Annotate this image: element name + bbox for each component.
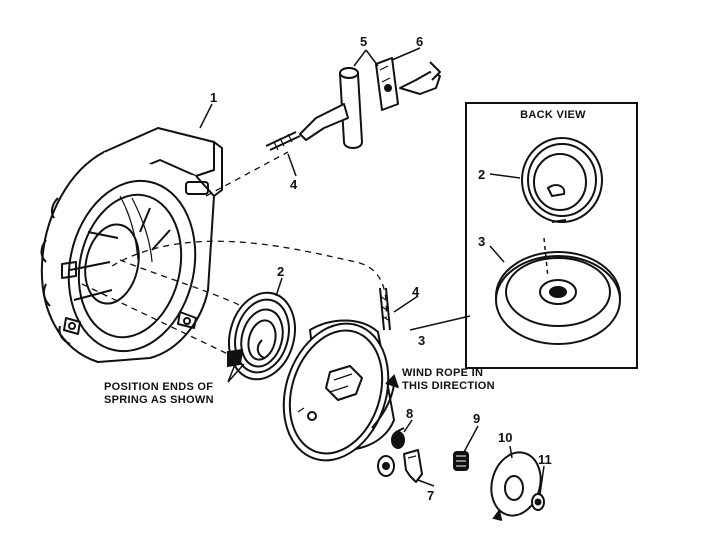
leader-lines: [199, 47, 545, 495]
starter-rope-lower: [379, 287, 391, 331]
rope-clamp: [375, 57, 441, 111]
inset-pulley: [495, 237, 621, 345]
callout-inset-3: 3: [478, 234, 485, 249]
pawl: [403, 449, 423, 483]
starter-pulley: [282, 319, 395, 462]
retainer-washer: [490, 451, 542, 521]
back-view-inset: BACK VIEW: [465, 102, 638, 369]
rope-note-line1: WIND ROPE IN: [402, 367, 483, 379]
callout-5: 5: [360, 34, 367, 49]
spring-note-line2: SPRING AS SHOWN: [104, 394, 214, 406]
wind-direction-arrow: [371, 374, 399, 429]
compression-spring: [453, 451, 469, 471]
inset-title: BACK VIEW: [520, 109, 586, 121]
recoil-spring: [227, 291, 296, 381]
callout-6: 6: [416, 34, 423, 49]
inset-spring: [521, 137, 603, 223]
callout-7: 7: [427, 488, 434, 503]
rope-note-line2: THIS DIRECTION: [402, 380, 495, 392]
t-handle: [299, 67, 363, 149]
assembly-notes: POSITION ENDS OF SPRING AS SHOWN WIND RO…: [104, 367, 495, 406]
callout-4-rope: 4: [412, 284, 420, 299]
retainer-nut: [377, 455, 395, 477]
starter-rope-upper: [265, 131, 301, 151]
callout-11: 11: [538, 452, 552, 467]
callout-1: 1: [210, 90, 217, 105]
callout-3: 3: [418, 333, 425, 348]
callout-10: 10: [498, 430, 512, 445]
callout-4: 4: [290, 177, 298, 192]
callout-2: 2: [277, 264, 284, 279]
callout-numbers: 1 2 3 4 5 6 7 8 9 10 11 4 2 3: [210, 34, 552, 503]
callout-9: 9: [473, 411, 480, 426]
spring-note-line1: POSITION ENDS OF: [104, 381, 213, 393]
hex-nut: [531, 493, 545, 511]
callout-8: 8: [406, 406, 413, 421]
screw: [391, 427, 405, 449]
callout-inset-2: 2: [478, 167, 485, 182]
assembly-lines: [81, 151, 388, 357]
blower-housing: [40, 127, 223, 363]
